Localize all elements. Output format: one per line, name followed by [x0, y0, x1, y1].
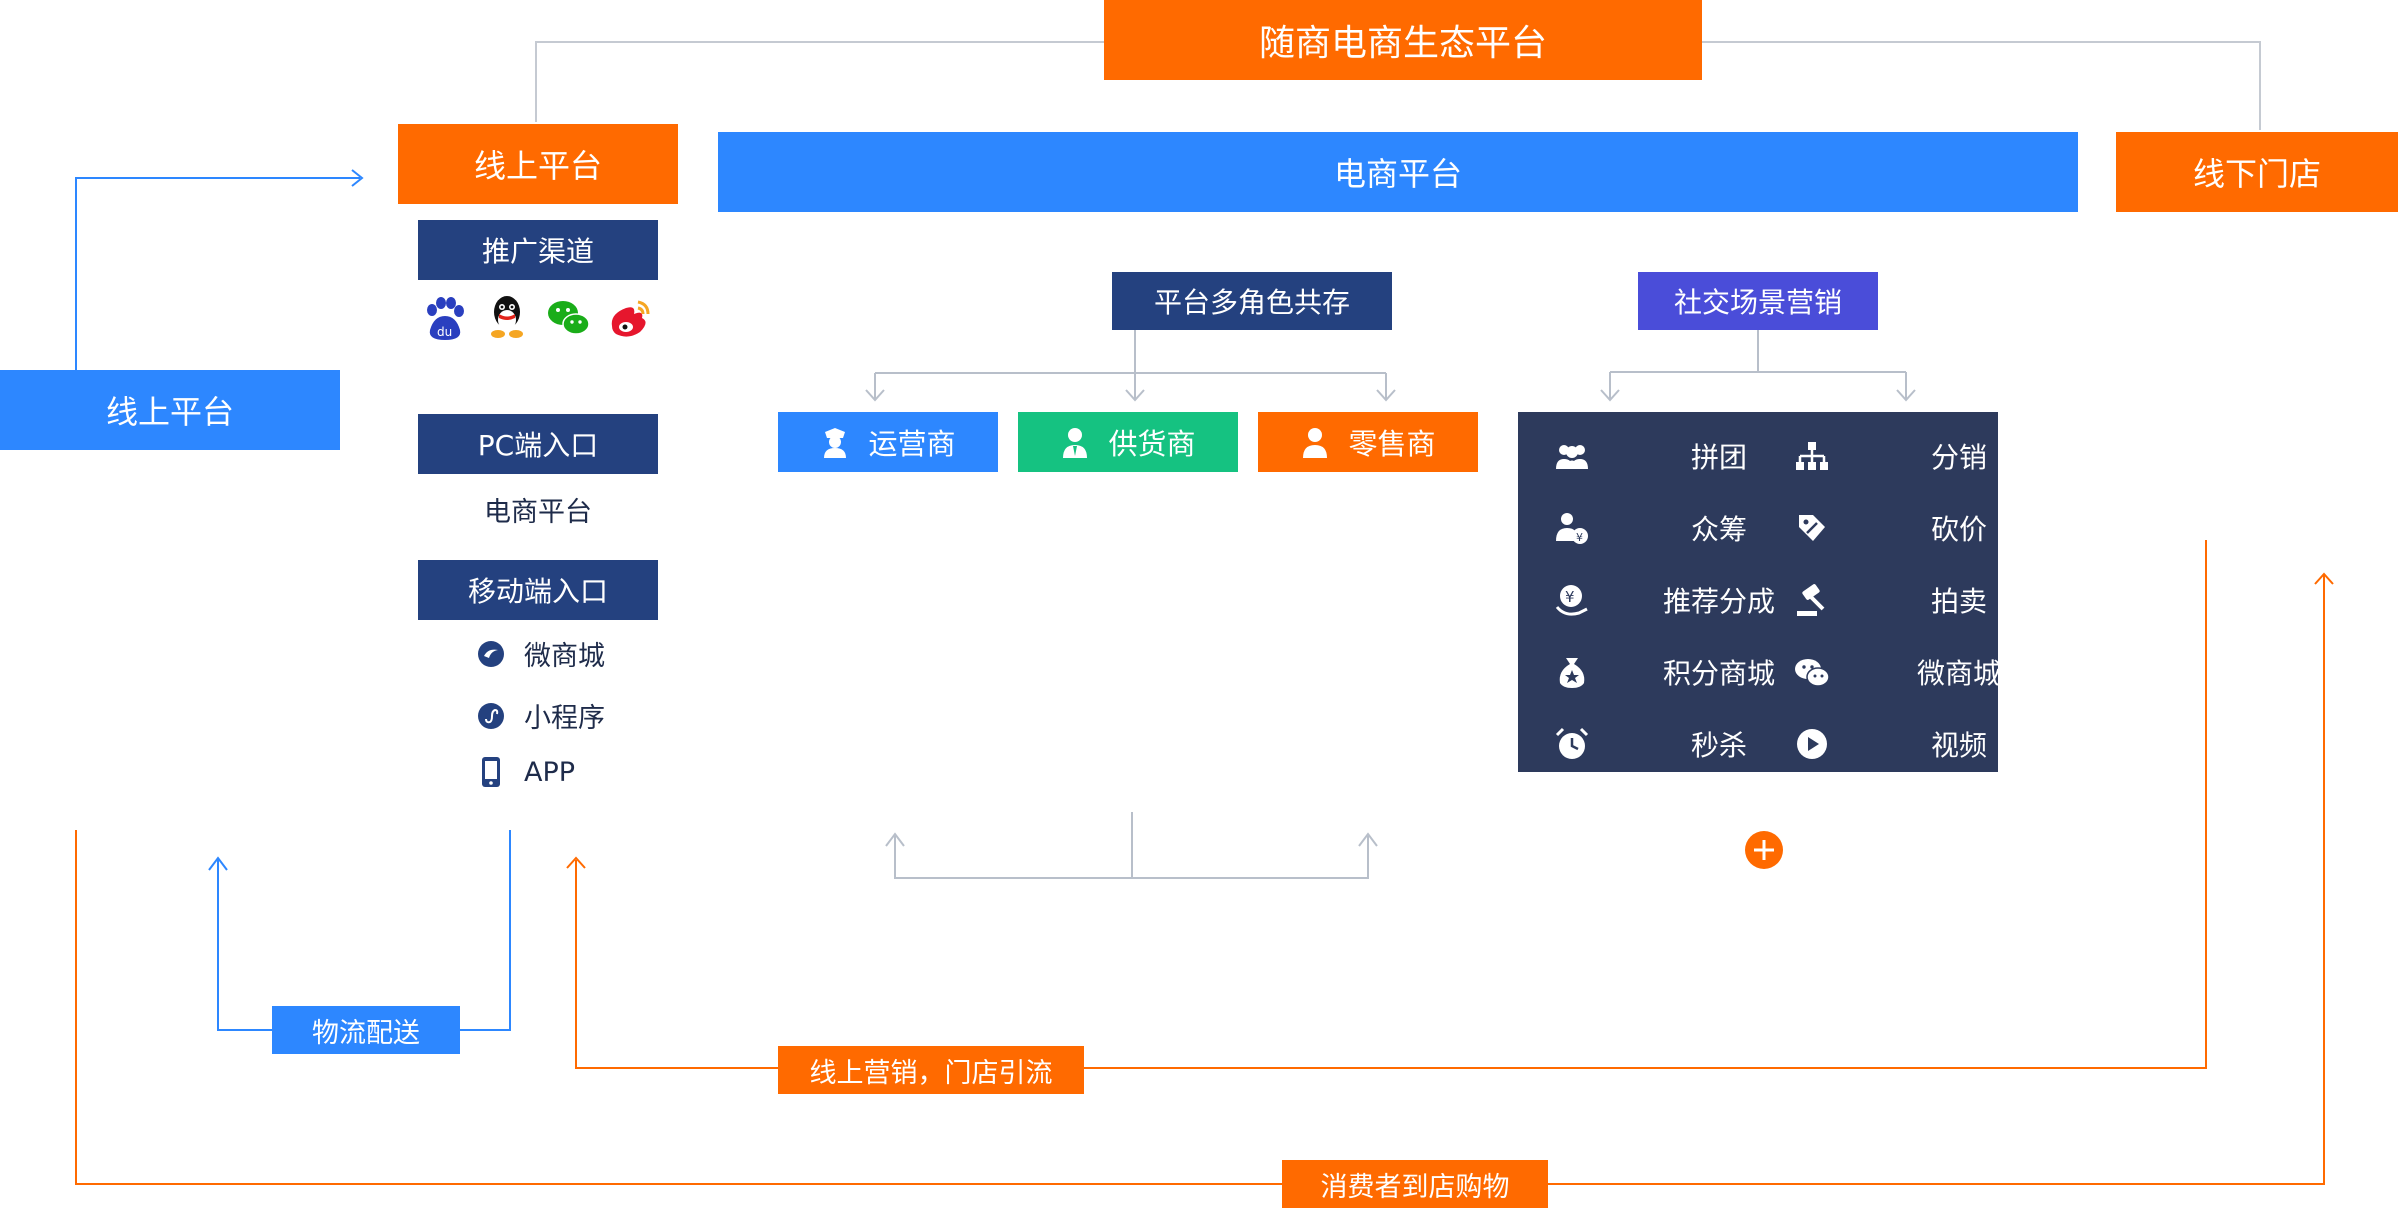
mobile-entry-label: 微商城: [524, 641, 605, 672]
auction-icon: [1797, 584, 1825, 616]
social-item-label: 拍卖: [1930, 585, 1987, 618]
social-item: 拼团: [1554, 432, 1747, 480]
social-item-label: 砍价: [1930, 513, 1987, 546]
social-item: 微商城: [1794, 648, 2001, 696]
social-marketing-panel: 拼团 分销 ¥ 众筹 砍价 ¥ 推荐分成: [1518, 412, 2001, 772]
promotion-channels-title: 推广渠道: [418, 220, 658, 280]
qq-icon: [491, 296, 523, 338]
referral-icon: ¥: [1555, 585, 1588, 616]
svg-text:¥: ¥: [1565, 588, 1575, 606]
social-item-label: 拼团: [1690, 441, 1747, 474]
mobile-entry-label: 小程序: [524, 703, 605, 734]
online-platform-header: 线上平台: [398, 124, 678, 204]
flash-sale-icon: [1555, 727, 1589, 759]
points-mall-icon: [1559, 658, 1585, 688]
mobile-entry-item: 小程序: [476, 696, 605, 735]
role-retailer: 零售商: [1258, 412, 1478, 472]
social-item: ¥ 推荐分成: [1554, 576, 1775, 624]
video-icon: [1797, 729, 1827, 759]
role-supplier: 供货商: [1018, 412, 1238, 472]
social-item: 砍价: [1794, 504, 1987, 552]
social-item: 分销: [1794, 432, 1987, 480]
social-item-label: 秒杀: [1690, 729, 1747, 762]
weishop-icon: [478, 640, 504, 667]
role-label: 运营商: [868, 427, 956, 461]
svg-text:¥: ¥: [1576, 531, 1583, 544]
supplier-icon: [1063, 428, 1088, 458]
mobile-entry-item: 微商城: [476, 634, 605, 673]
social-item-label: 积分商城: [1662, 657, 1775, 690]
mobile-entry-title: 移动端入口: [418, 560, 658, 620]
baidu-icon: du: [427, 297, 464, 340]
weibo-icon: [611, 300, 650, 337]
online-marketing-label: 线上营销，门店引流: [778, 1046, 1084, 1094]
social-item: 秒杀: [1554, 720, 1747, 768]
social-item: ¥ 众筹: [1554, 504, 1747, 552]
left-online-platform: 线上平台: [0, 370, 340, 450]
multi-role-title: 平台多角色共存: [1112, 272, 1392, 330]
social-item-label: 分销: [1930, 441, 1987, 474]
role-operator: 运营商: [778, 412, 998, 472]
svg-text:du: du: [437, 325, 452, 339]
pc-entry-title: PC端入口: [418, 414, 658, 474]
mobile-entry-label: APP: [524, 756, 576, 788]
role-label: 零售商: [1348, 427, 1436, 461]
social-item-label: 推荐分成: [1662, 585, 1775, 618]
mobile-entry-item: APP: [476, 756, 575, 788]
social-item: 积分商城: [1554, 648, 1775, 696]
social-item-label: 微商城: [1916, 657, 2001, 690]
group-buy-icon: [1556, 445, 1588, 469]
ecosystem-title: 随商电商生态平台: [1104, 0, 1702, 80]
retailer-icon: [1303, 428, 1328, 458]
crowdfunding-icon: ¥: [1556, 513, 1588, 544]
role-label: 供货商: [1108, 427, 1196, 461]
phone-app-icon: [482, 757, 500, 787]
logistics-label: 物流配送: [272, 1006, 460, 1054]
social-item: 拍卖: [1794, 576, 1987, 624]
miniprogram-icon: [478, 702, 504, 729]
consumer-to-store-label: 消费者到店购物: [1282, 1160, 1548, 1208]
wechat-mall-icon: [1795, 659, 1830, 687]
wechat-icon: [548, 301, 590, 335]
social-item: 视频: [1794, 720, 1987, 768]
distribution-icon: [1796, 442, 1828, 470]
operator-icon: [824, 428, 847, 458]
offline-store-header: 线下门店: [2116, 132, 2398, 212]
bargain-icon: [1799, 515, 1825, 541]
social-marketing-title: 社交场景营销: [1638, 272, 1878, 330]
social-item-label: 视频: [1930, 729, 1987, 762]
ecommerce-platform-header: 电商平台: [718, 132, 2078, 212]
pc-entry-item: 电商平台: [484, 497, 592, 528]
add-icon[interactable]: [1744, 830, 1784, 870]
social-item-label: 众筹: [1690, 513, 1747, 546]
